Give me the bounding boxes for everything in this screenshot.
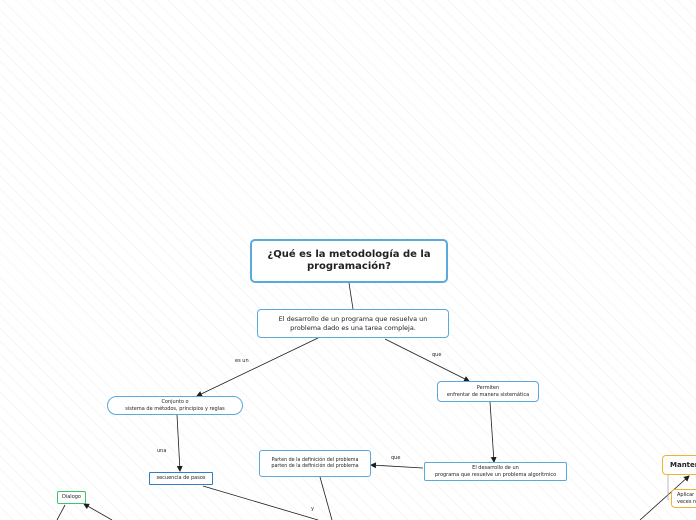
mantener-node[interactable]: Manten bbox=[662, 455, 696, 475]
desarrollo-text: El desarrollo de un programa que resuelv… bbox=[434, 465, 557, 478]
aplicar-node[interactable]: Aplicar veces n bbox=[671, 489, 696, 508]
edge-secuencia-bottom bbox=[202, 485, 319, 520]
aplicar-text: Aplicar veces n bbox=[677, 492, 696, 505]
definition-text: El desarrollo de un programa que resuelv… bbox=[278, 315, 428, 332]
permiten-text: Permiten enfrentar de manera sistemática bbox=[446, 385, 530, 398]
edge-permiten-desarrollo bbox=[489, 401, 497, 463]
secuencia-node[interactable]: secuencia de pasos bbox=[149, 472, 213, 485]
link-label-que-2: que bbox=[391, 455, 401, 461]
edge-definition-permiten bbox=[384, 338, 470, 382]
main-title-text: ¿Qué es la metodología de la programació… bbox=[267, 248, 431, 273]
edge-definition-conjunto bbox=[196, 337, 319, 397]
conjunto-node[interactable]: Conjunto o sistema de métodos, principio… bbox=[107, 396, 243, 415]
edge-desarrollo-parten bbox=[370, 462, 424, 469]
permiten-node[interactable]: Permiten enfrentar de manera sistemática bbox=[437, 381, 539, 402]
link-label-que-1: que bbox=[432, 352, 442, 358]
dialogo-text: Dialogo bbox=[62, 494, 81, 501]
edge-bottom-mantener bbox=[639, 475, 690, 520]
desarrollo-node[interactable]: El desarrollo de un programa que resuelv… bbox=[424, 462, 567, 481]
link-label-una: una bbox=[157, 448, 167, 454]
parten-text: Parten de la definición del problema par… bbox=[271, 457, 359, 469]
dialogo-node[interactable]: Dialogo bbox=[57, 491, 86, 504]
link-label-es-un: es un bbox=[235, 358, 249, 364]
edge-dialogo-bottom bbox=[56, 504, 66, 520]
edge-conjunto-secuencia bbox=[176, 414, 183, 472]
secuencia-text: secuencia de pasos bbox=[156, 475, 206, 482]
link-label-y: y bbox=[311, 506, 314, 512]
edge-title-definition bbox=[348, 282, 354, 310]
parten-node[interactable]: Parten de la definición del problema par… bbox=[259, 450, 371, 477]
mantener-text: Manten bbox=[670, 460, 696, 469]
conjunto-text: Conjunto o sistema de métodos, principio… bbox=[125, 399, 225, 412]
main-title-node[interactable]: ¿Qué es la metodología de la programació… bbox=[250, 239, 448, 283]
edge-bottom-dialogo bbox=[83, 503, 113, 520]
definition-node[interactable]: El desarrollo de un programa que resuelv… bbox=[257, 309, 449, 338]
edge-parten-bottom bbox=[319, 476, 333, 520]
